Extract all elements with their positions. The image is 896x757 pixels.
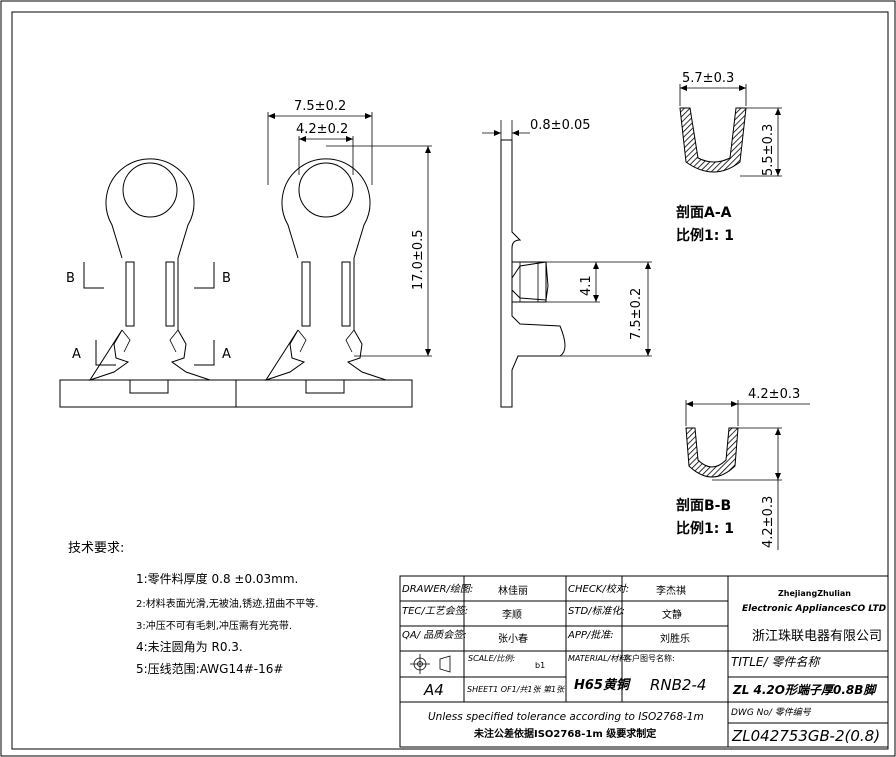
tech-heading: 技术要求:	[68, 541, 124, 556]
scale-value: b1	[535, 661, 545, 670]
check-value: 李杰祺	[656, 584, 686, 597]
section-b-right: B	[222, 271, 231, 286]
title-block: DRAWER/绘图: 林佳丽 CHECK/校对: 李杰祺 TEC/工艺会签: 李…	[399, 575, 889, 748]
section-bb: 4.2±0.3 4.2±0.3 剖面B-B 比例1: 1	[676, 387, 810, 550]
tec-label: TEC/工艺会签:	[402, 605, 468, 617]
std-label: STD/标准化:	[568, 605, 625, 617]
tec-value: 李顺	[502, 608, 522, 621]
std-value: 文静	[662, 608, 682, 621]
section-b-left: B	[66, 271, 75, 286]
customer-value: RNB2-4	[650, 676, 706, 694]
projection-symbol-icon	[410, 654, 451, 674]
dim-thickness: 0.8±0.05	[530, 118, 591, 133]
title-label: TITLE/ 零件名称	[731, 655, 821, 669]
terminal-right	[264, 158, 387, 381]
section-a-right: A	[222, 347, 231, 362]
section-aa-title: 剖面A-A	[676, 204, 732, 221]
drawer-label: DRAWER/绘图:	[402, 583, 473, 595]
inner-border	[11, 11, 889, 750]
technical-requirements: 技术要求: 1:零件料厚度 0.8 ±0.03mm. 2:材料表面光滑,无被油,…	[68, 541, 318, 676]
section-aa-scale: 比例1: 1	[676, 227, 734, 244]
title-value: ZL 4.2O形端子厚0.8B脚	[732, 683, 877, 697]
dim-bb-width: 4.2±0.3	[748, 387, 800, 402]
material-label: MATERIAL/材料	[568, 654, 627, 663]
tech-item-1: 1:零件料厚度 0.8 ±0.03mm.	[136, 571, 298, 586]
tech-item-2: 2:材料表面光滑,无被油,锈迹,扭曲不平等.	[136, 597, 318, 610]
section-aa: 5.7±0.3 5.5±0.3 剖面A-A 比例1: 1	[676, 71, 782, 244]
company-en-2: Electronic AppliancesCO LTD	[742, 604, 887, 614]
dim-bb-height: 4.2±0.3	[761, 496, 776, 548]
section-bb-title: 剖面B-B	[676, 497, 731, 514]
section-bb-scale: 比例1: 1	[676, 520, 734, 537]
tech-item-3: 3:冲压不可有毛刺,冲压需有光亮带.	[136, 619, 292, 632]
pilot-hole-right	[305, 379, 345, 394]
pilot-hole-left	[129, 379, 169, 394]
terminal-side-view: 0.8±0.05 4.1 7.5±0.2	[482, 118, 652, 408]
tolerance-cn: 未注公差依据ISO2768-1m 级要求制定	[473, 727, 656, 740]
dim-aa-width: 5.7±0.3	[682, 71, 734, 86]
tech-item-4: 4:未注圆角为 R0.3.	[136, 639, 243, 654]
dwg-value: ZL042753GB-2(0.8)	[731, 727, 880, 745]
material-value: H65黄铜	[574, 677, 632, 693]
check-label: CHECK/校对:	[568, 583, 629, 595]
dim-width-outer: 7.5±0.2	[294, 99, 346, 114]
dwg-label: DWG No/ 零件编号	[731, 707, 812, 718]
dim-aa-height: 5.5±0.3	[761, 124, 776, 176]
ring-hole-left	[122, 162, 178, 218]
qa-value: 张小春	[498, 633, 528, 645]
dim-crimp: 4.1	[579, 275, 594, 296]
company-en-1: ZhejiangZhulian	[778, 589, 851, 598]
tech-item-5: 5:压线范围:AWG14#-16#	[136, 662, 283, 676]
company-cn: 浙江珠联电器有限公司	[752, 629, 882, 644]
tolerance-en: Unless specified tolerance according to …	[428, 711, 704, 723]
customer-label: 客户图号名称:	[624, 653, 675, 663]
drawer-value: 林佳丽	[498, 584, 528, 597]
dim-barrel: 7.5±0.2	[629, 288, 644, 340]
app-label: APP/批准:	[567, 629, 614, 641]
section-a-left: A	[72, 347, 81, 362]
dim-width-inner: 4.2±0.2	[296, 122, 348, 137]
qa-label: QA/ 品质会签:	[402, 629, 467, 641]
sheet-value: SHEET1 OF1/共1张 第1张	[467, 685, 565, 694]
terminal-left	[88, 158, 211, 381]
dim-length: 17.0±0.5	[411, 229, 426, 290]
scale-label: SCALE/比例:	[468, 654, 515, 663]
ring-hole-right	[298, 162, 354, 218]
app-value: 刘胜乐	[660, 633, 690, 645]
terminal-front-view: B B A A 7.5±0.2 4.2±0.2 17.0±0.5	[59, 99, 432, 408]
size-value: A4	[423, 681, 444, 699]
